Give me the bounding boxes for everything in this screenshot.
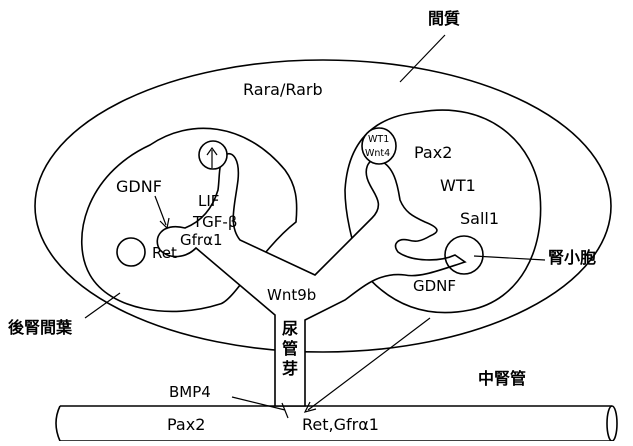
pax2-right-label: Pax2: [414, 143, 452, 162]
gdnf-long-arrow: [305, 318, 430, 412]
gdnf-right-label: GDNF: [413, 277, 456, 295]
mesenchyme-leader: [85, 293, 120, 318]
ret-gfra1-bottom-label: Ret,Gfrα1: [302, 415, 379, 434]
wnt4-small-label: Wnt4: [365, 148, 390, 159]
pax2-bottom-label: Pax2: [167, 415, 205, 434]
wt1-right-label: WT1: [440, 176, 476, 195]
lif-label: LIF: [198, 192, 219, 210]
renal-vesicle-label: 腎小胞: [548, 248, 596, 267]
gdnf-left-label: GDNF: [116, 177, 162, 196]
tgf-beta-label: TGF-β: [192, 213, 237, 231]
stroma-leader: [400, 35, 445, 82]
mesenchyme-label: 後腎間葉: [8, 318, 73, 337]
renal-vesicle-circle: [445, 236, 483, 274]
gfra1-left-label: Gfrα1: [180, 231, 223, 249]
renal-vesicle-leader: [474, 256, 545, 260]
rara-rarb-label: Rara/Rarb: [243, 80, 323, 99]
wt1-small-label: WT1: [368, 134, 389, 145]
left-tip-circle-bottom: [117, 238, 145, 266]
sall1-label: Sall1: [460, 209, 499, 228]
mesonephric-duct-label: 中腎管: [478, 369, 526, 388]
wnt9b-label: Wnt9b: [267, 286, 316, 304]
ret-left-label: Ret: [152, 244, 177, 262]
gdnf-ret-arrow: [155, 196, 169, 228]
stroma-label: 間質: [428, 9, 460, 28]
ureteric-bud-char-1: 尿: [282, 319, 298, 338]
left-tip-circle-top: [199, 141, 227, 169]
ureteric-bud-char-3: 芽: [282, 359, 298, 378]
ureteric-bud-char-2: 管: [282, 339, 298, 358]
bmp4-label: BMP4: [169, 383, 211, 401]
